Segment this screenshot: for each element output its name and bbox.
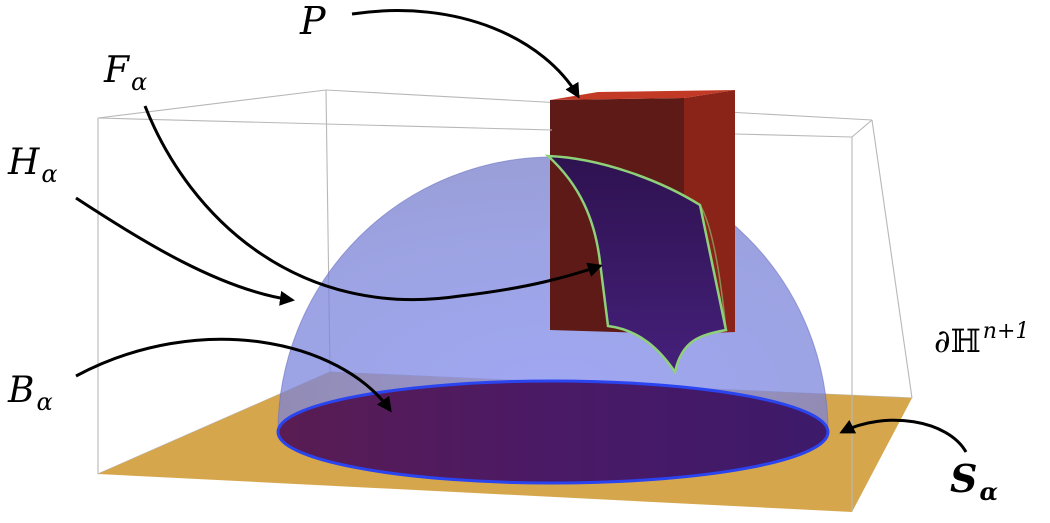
label-boundary-h-n-plus-1: ∂ℍn+1 — [934, 319, 1029, 360]
label-f-alpha: Fα — [103, 50, 147, 96]
annotation-arrows — [75, 9, 968, 453]
prism-top-face — [550, 90, 735, 100]
bounding-box-front — [97, 117, 913, 512]
label-p: P — [299, 0, 327, 43]
arrow-s-alpha — [839, 418, 968, 453]
base-disk-b-alpha — [276, 379, 830, 485]
patch-inner-edge — [699, 204, 727, 331]
arrow-p — [351, 9, 580, 99]
arrow-f-alpha — [143, 105, 603, 302]
patch-f-alpha — [544, 154, 728, 376]
arrow-b-alpha — [75, 337, 392, 413]
label-h-alpha: Hα — [7, 142, 58, 188]
label-b-alpha: Bα — [7, 370, 53, 416]
label-s-alpha: Sα — [950, 456, 998, 506]
arrow-h-alpha — [75, 196, 295, 306]
